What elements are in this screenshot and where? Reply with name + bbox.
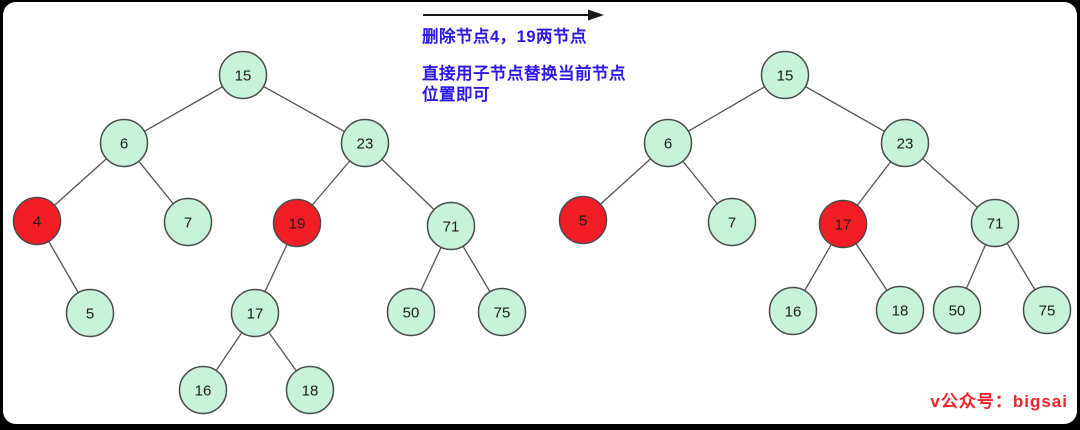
tree-node-18 bbox=[285, 365, 335, 415]
tree-node-5-highlighted bbox=[558, 195, 608, 245]
tree-node-label: 17 bbox=[247, 305, 264, 322]
tree-node-label: 15 bbox=[235, 67, 252, 84]
tree-node-label: 23 bbox=[897, 135, 914, 152]
annotation-text: 删除节点4，19两节点 直接用子节点替换当前节点 位置即可 bbox=[422, 27, 626, 106]
tree-node-label: 7 bbox=[728, 214, 736, 231]
tree-node-label: 5 bbox=[579, 212, 587, 229]
tree-node-label: 5 bbox=[86, 305, 94, 322]
tree-node-16 bbox=[768, 286, 818, 336]
tree-node-19-highlighted bbox=[272, 198, 322, 248]
tree-node-5 bbox=[65, 288, 115, 338]
transition-arrow-head bbox=[588, 9, 604, 21]
watermark: v公众号：bigsai bbox=[930, 392, 1068, 411]
tree-node-label: 6 bbox=[664, 135, 672, 152]
transition-arrow bbox=[423, 9, 604, 21]
tree-node-label: 4 bbox=[33, 213, 41, 230]
tree-node-label: 17 bbox=[835, 216, 852, 233]
tree-node-label: 7 bbox=[184, 214, 192, 231]
tree-node-label: 19 bbox=[289, 215, 306, 232]
tree-node-15 bbox=[218, 50, 268, 100]
annotation-line-1: 删除节点4，19两节点 bbox=[422, 28, 588, 46]
tree-node-label: 18 bbox=[302, 382, 319, 399]
tree-node-18 bbox=[875, 285, 925, 335]
tree-node-label: 16 bbox=[785, 303, 802, 320]
annotation-line-2: 直接用子节点替换当前节点 bbox=[422, 65, 626, 83]
tree-before-deletion: 15 6 23 4 7 19 71 5 17 50 75 16 18 bbox=[12, 50, 527, 415]
tree-node-label: 23 bbox=[357, 135, 374, 152]
tree-node-17 bbox=[230, 288, 280, 338]
tree-node-50 bbox=[386, 287, 436, 337]
tree-node-label: 18 bbox=[892, 302, 909, 319]
tree-node-label: 75 bbox=[1039, 302, 1056, 319]
tree-node-4-highlighted bbox=[12, 196, 62, 246]
tree-node-label: 15 bbox=[777, 67, 794, 84]
annotation-line-3: 位置即可 bbox=[422, 86, 490, 104]
tree-node-label: 6 bbox=[120, 135, 128, 152]
tree-node-label: 71 bbox=[987, 215, 1004, 232]
tree-node-7 bbox=[707, 197, 757, 247]
tree-node-17-highlighted bbox=[818, 199, 868, 249]
tree-node-label: 71 bbox=[443, 218, 460, 235]
annotation-gap bbox=[422, 48, 626, 64]
tree-node-label: 50 bbox=[403, 304, 420, 321]
tree-node-16 bbox=[178, 365, 228, 415]
tree-node-15 bbox=[760, 50, 810, 100]
tree-node-71 bbox=[970, 198, 1020, 248]
tree-node-75 bbox=[477, 287, 527, 337]
tree-node-75 bbox=[1022, 285, 1072, 335]
tree-node-71 bbox=[426, 201, 476, 251]
tree-node-23 bbox=[880, 118, 930, 168]
tree-node-7 bbox=[163, 197, 213, 247]
tree-node-label: 50 bbox=[949, 302, 966, 319]
tree-node-50 bbox=[932, 285, 982, 335]
tree-after-deletion: 15 6 23 5 7 17 71 16 18 50 75 bbox=[558, 50, 1072, 336]
tree-node-6 bbox=[643, 118, 693, 168]
tree-node-label: 75 bbox=[494, 304, 511, 321]
tree-node-23 bbox=[340, 118, 390, 168]
tree-node-label: 16 bbox=[195, 382, 212, 399]
tree-node-6 bbox=[99, 118, 149, 168]
